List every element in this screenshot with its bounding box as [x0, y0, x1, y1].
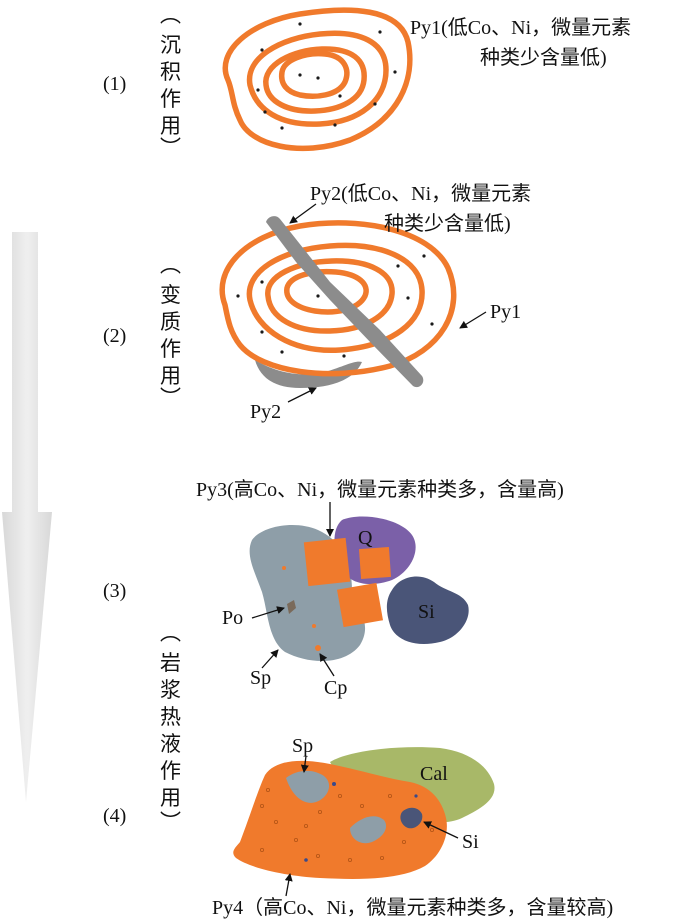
stage4-assemblage — [233, 747, 494, 879]
chalcopyrite-grain — [282, 566, 286, 570]
process-label-magmatic-hydrothermal: ︵ 岩 浆 热 液 作 用 ︶ — [160, 621, 181, 834]
py2-vein-pointer — [290, 204, 316, 223]
py3-cube — [304, 538, 350, 586]
py2-bottom-label: Py2 — [250, 401, 281, 423]
py1-dots — [256, 22, 396, 129]
quartz-label: Q — [358, 527, 373, 549]
py1-label-line2: 种类少含量低) — [480, 46, 607, 69]
process-char: 用 — [160, 364, 181, 388]
py2-bottom-pointer — [288, 388, 316, 402]
py1-side-pointer — [460, 312, 486, 328]
process-char: 沉 — [160, 33, 181, 57]
process-char: 热 — [160, 705, 181, 729]
process-label-metamorphism: ︵ 变 质 作 用 ︶ — [160, 253, 181, 410]
stage-number-3: (3) — [103, 580, 126, 602]
py1-metamorphosed — [222, 216, 454, 388]
py4-label: Py4（高Co、Ni，微量元素种类多，含量较高) — [212, 896, 613, 919]
py4-pointer — [286, 874, 290, 896]
stage-number-2: (2) — [103, 325, 126, 347]
evolution-arrow — [2, 232, 52, 802]
py1-side-label: Py1 — [490, 301, 521, 323]
bracket-close: ︶ — [160, 810, 181, 834]
py3-label: Py3(高Co、Ni，微量元素种类多，含量高) — [196, 478, 564, 501]
py1-label-line1: Py1(低Co、Ni，微量元素 — [410, 16, 631, 39]
silicate-label-3: Si — [418, 601, 435, 623]
calcite-label: Cal — [420, 763, 448, 785]
process-char: 作 — [160, 87, 181, 111]
stage-number-4: (4) — [103, 805, 126, 827]
process-char: 变 — [160, 283, 181, 307]
py3-cube — [337, 583, 383, 627]
stage-number-1: (1) — [103, 73, 126, 95]
process-char: 浆 — [160, 678, 181, 702]
process-char: 作 — [160, 759, 181, 783]
process-char: 质 — [160, 310, 181, 334]
sphalerite-label-3: Sp — [250, 667, 271, 689]
silicate-label-4: Si — [462, 831, 479, 853]
process-char: 用 — [160, 114, 181, 138]
process-char: 积 — [160, 60, 181, 84]
bracket-open: ︵ — [160, 253, 181, 277]
bracket-close: ︶ — [160, 386, 181, 410]
pyrrhotite-label: Po — [222, 607, 243, 629]
process-char: 岩 — [160, 651, 181, 675]
process-char: 作 — [160, 337, 181, 361]
sphalerite-pointer-3 — [262, 650, 278, 668]
bracket-open: ︵ — [160, 621, 181, 645]
py1-ring-inner — [282, 54, 347, 97]
bracket-open: ︵ — [160, 3, 181, 27]
chalcopyrite-label: Cp — [324, 677, 347, 699]
bracket-close: ︶ — [160, 136, 181, 160]
chalcopyrite-grain — [315, 645, 321, 651]
process-label-sedimentation: ︵ 沉 积 作 用 ︶ — [160, 3, 181, 160]
py3-cube — [359, 547, 391, 579]
py2-label-line1: Py2(低Co、Ni，微量元素 — [310, 182, 531, 205]
sphalerite-label-4: Sp — [292, 735, 313, 757]
py2-label-line2: 种类少含量低) — [384, 212, 511, 235]
chalcopyrite-grain — [312, 624, 316, 628]
process-char: 液 — [160, 732, 181, 756]
process-char: 用 — [160, 786, 181, 810]
py1-concentric-pyrite — [225, 10, 410, 148]
